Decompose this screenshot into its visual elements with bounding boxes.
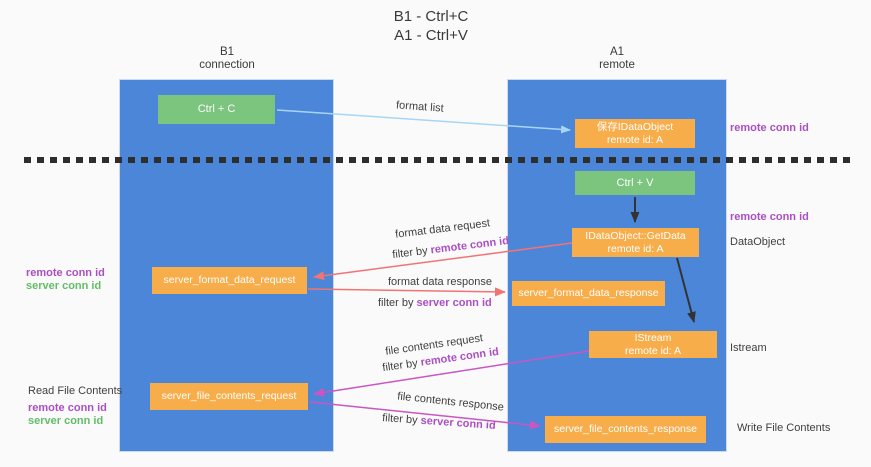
- dataobject-label: DataObject: [730, 236, 786, 248]
- server-file-contents-response-label: server_file_contents_response: [553, 423, 697, 436]
- format-list-arrow: [276, 109, 571, 134]
- remote-conn-id-top-label: remote conn id: [730, 122, 809, 134]
- file-request-arrow: [313, 350, 590, 397]
- title-line-2: A1 - Ctrl+V: [394, 27, 468, 44]
- remote-conn-id-left-bottom-label: remote conn id: [28, 402, 107, 414]
- session-divider-dashed-line: [24, 157, 850, 163]
- istream-line1: IStream: [634, 332, 672, 344]
- format-request-arrow: [313, 242, 573, 281]
- format-data-response-label: format data response: [388, 276, 492, 288]
- istream-line2: remote id: A: [624, 344, 682, 357]
- ctrl-v-label: Ctrl + V: [616, 176, 654, 189]
- read-file-contents-label: Read File Contents: [28, 385, 123, 397]
- server-conn-id-left-mid-label: server conn id: [26, 280, 102, 292]
- server-format-data-response-node: server_format_data_response: [512, 281, 665, 306]
- remote-conn-id-mid-label: remote conn id: [730, 211, 809, 223]
- right-lane-header: A1 remote: [547, 46, 687, 72]
- left-lane-header: B1 connection: [157, 46, 297, 72]
- server-format-data-request-node: server_format_data_request: [152, 267, 307, 294]
- getdata-node: IDataObject::GetData remote id: A: [572, 228, 699, 257]
- left-lane-name: B1: [219, 46, 235, 58]
- ctrl-c-label: Ctrl + C: [197, 103, 236, 116]
- format-response-filter-label: filter by server conn id: [378, 297, 492, 310]
- istream-node: IStream remote id: A: [589, 331, 717, 358]
- save-idataobject-line2: remote id: A: [606, 133, 664, 146]
- right-lane-name: A1: [609, 46, 625, 58]
- filter-by-text-4: filter by: [381, 412, 418, 427]
- ctrl-c-node: Ctrl + C: [158, 95, 275, 124]
- title-line-1: B1 - Ctrl+C: [393, 8, 469, 25]
- getdata-to-istream-arrow: [676, 257, 696, 323]
- server-conn-id-filter-1: server conn id: [416, 297, 492, 309]
- format-response-arrow: [307, 287, 506, 297]
- server-format-data-request-label: server_format_data_request: [163, 274, 296, 287]
- left-lane-subname: connection: [199, 59, 255, 71]
- left-mid-conn-id-group: remote conn id server conn id: [26, 267, 105, 293]
- istream-side-label: Istream: [730, 342, 767, 354]
- save-idataobject-line1: 保存IDataObject: [596, 121, 674, 133]
- server-file-contents-request-node: server_file_contents_request: [150, 383, 308, 410]
- left-bottom-label-group: Read File Contents remote conn id server…: [28, 385, 122, 428]
- remote-conn-id-left-mid-label: remote conn id: [26, 267, 105, 279]
- server-format-data-response-label: server_format_data_response: [518, 287, 659, 300]
- server-file-contents-request-label: server_file_contents_request: [161, 390, 297, 403]
- filter-by-text-2: filter by: [378, 297, 414, 309]
- getdata-line2: remote id: A: [607, 242, 664, 255]
- server-file-contents-response-node: server_file_contents_response: [545, 416, 706, 443]
- file-response-arrow: [309, 401, 541, 430]
- save-idataobject-node: 保存IDataObject remote id: A: [575, 119, 695, 148]
- server-conn-id-left-bottom-label: server conn id: [28, 415, 104, 427]
- write-file-contents-label: Write File Contents: [737, 422, 831, 434]
- diagram-title: B1 - Ctrl+C A1 - Ctrl+V: [331, 7, 531, 45]
- ctrl-v-node: Ctrl + V: [575, 171, 695, 195]
- getdata-line1: IDataObject::GetData: [585, 230, 686, 242]
- right-lane-subname: remote: [599, 59, 635, 71]
